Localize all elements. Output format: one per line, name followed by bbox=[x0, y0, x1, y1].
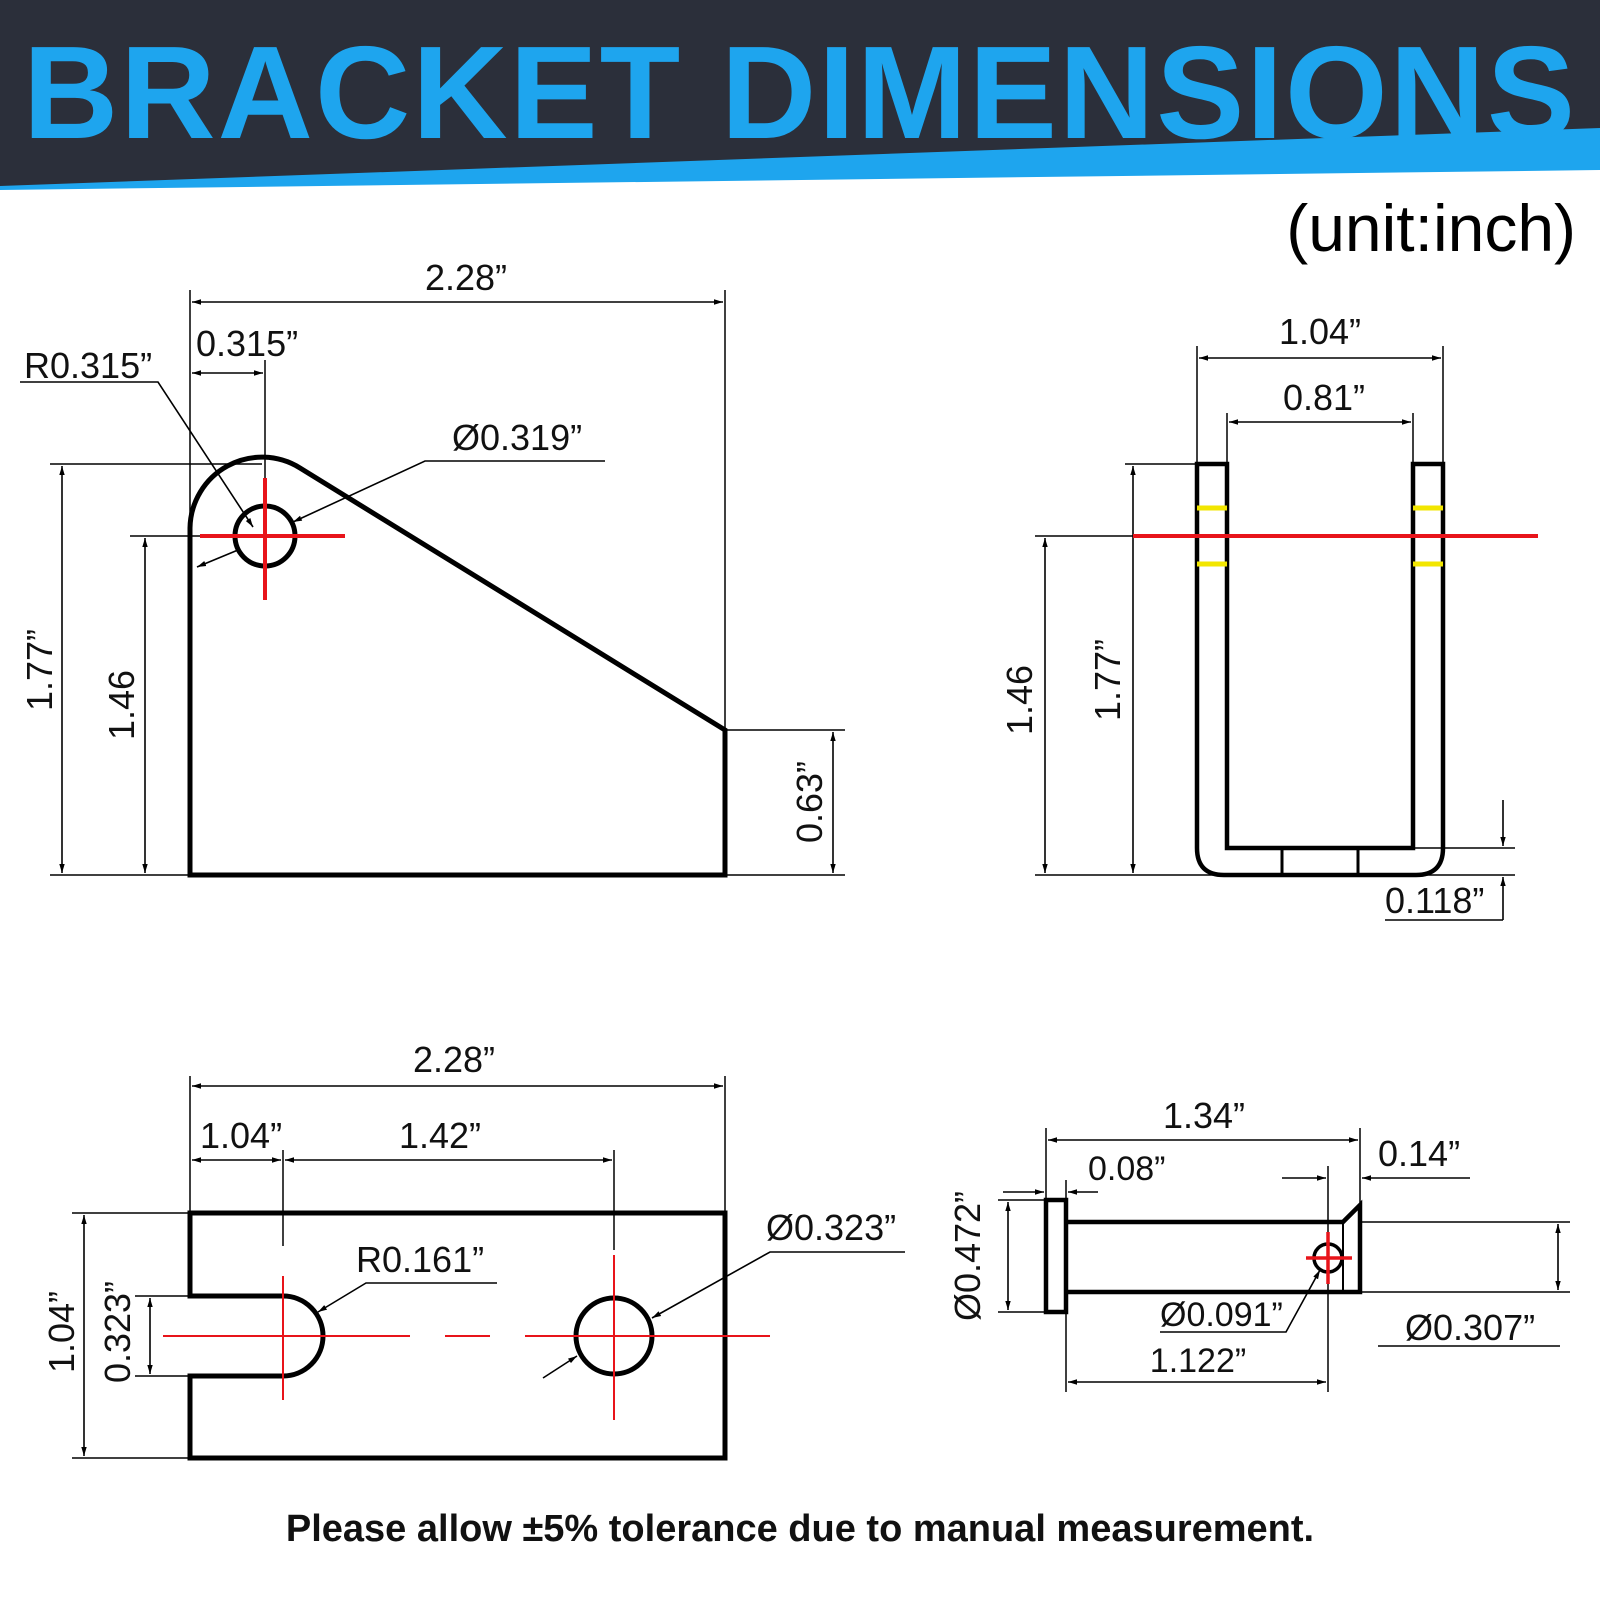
front-hole-height-label: 1.46 bbox=[999, 665, 1040, 735]
side-view bbox=[20, 290, 845, 878]
side-view-centerlines bbox=[200, 478, 345, 600]
front-view-hole-markers bbox=[1197, 505, 1443, 567]
unit-label: (unit:inch) bbox=[1286, 191, 1576, 265]
top-view-dimension-lines bbox=[81, 1083, 905, 1456]
side-hole-height-label: 1.46 bbox=[101, 670, 142, 740]
top-hole-label: Ø0.323” bbox=[766, 1207, 896, 1248]
side-radius-label: R0.315” bbox=[24, 345, 152, 386]
front-thickness-label: 0.118” bbox=[1385, 880, 1484, 921]
top-hole-spacing-label: 1.42” bbox=[399, 1115, 481, 1156]
side-view-dimension-lines bbox=[20, 299, 836, 873]
front-view-extension-lines bbox=[1035, 346, 1515, 876]
side-tab-label: 0.315” bbox=[196, 323, 298, 364]
top-length-label: 2.28” bbox=[413, 1039, 495, 1080]
top-slot-width-label: 0.323” bbox=[97, 1281, 138, 1383]
side-view-extension-lines bbox=[50, 290, 845, 876]
front-view-dimension-lines bbox=[1042, 355, 1506, 921]
pin-hole-position-label: 1.122” bbox=[1150, 1342, 1246, 1380]
header-accent-stripe bbox=[0, 128, 1600, 190]
pin-head-diameter-label: Ø0.472” bbox=[947, 1191, 988, 1321]
pin-labels: 1.34” 0.08” 0.14” Ø0.472” Ø0.091” Ø0.307… bbox=[947, 1095, 1535, 1380]
pin-view bbox=[998, 1128, 1570, 1392]
front-view bbox=[1035, 346, 1538, 921]
tolerance-note: Please allow ±5% tolerance due to manual… bbox=[285, 1508, 1315, 1550]
side-width-label: 2.28” bbox=[425, 257, 507, 298]
pin-dimension-lines bbox=[1003, 1137, 1561, 1385]
side-view-outline bbox=[187, 454, 728, 878]
top-width-label: 1.04” bbox=[41, 1291, 82, 1373]
pin-length-label: 1.34” bbox=[1163, 1095, 1245, 1136]
front-outer-width-label: 1.04” bbox=[1279, 311, 1361, 352]
pin-extension-lines bbox=[998, 1128, 1570, 1392]
top-view bbox=[72, 1076, 905, 1461]
page-title: BRACKET DIMENSIONS bbox=[22, 19, 1578, 166]
side-view-labels: 2.28” 0.315” R0.315” Ø0.319” 1.77” 1.46 … bbox=[19, 257, 830, 843]
top-slot-radius-label: R0.161” bbox=[356, 1239, 484, 1280]
front-view-weld-lines bbox=[1280, 848, 1360, 875]
pin-cross-hole-label: Ø0.091” bbox=[1160, 1296, 1283, 1334]
header-white-cut bbox=[0, 170, 1600, 190]
top-slot-center-label: 1.04” bbox=[200, 1115, 282, 1156]
pin-end-offset-label: 0.14” bbox=[1378, 1133, 1460, 1174]
side-hole-label: Ø0.319” bbox=[452, 417, 582, 458]
top-view-labels: 2.28” 1.04” 1.42” R0.161” Ø0.323” 1.04” … bbox=[41, 1039, 896, 1383]
front-inner-width-label: 0.81” bbox=[1283, 377, 1365, 418]
pin-head-thickness-label: 0.08” bbox=[1088, 1150, 1166, 1188]
pin-head bbox=[1043, 1197, 1069, 1315]
header-banner bbox=[0, 0, 1600, 190]
front-view-labels: 1.04” 0.81” 1.46 1.77” 0.118” bbox=[999, 311, 1484, 921]
front-view-outline bbox=[1194, 461, 1446, 878]
pin-shaft-diameter-label: Ø0.307” bbox=[1405, 1307, 1535, 1348]
front-height-label: 1.77” bbox=[1087, 639, 1128, 721]
top-view-centerlines bbox=[163, 1255, 770, 1420]
top-view-extension-lines bbox=[72, 1076, 726, 1459]
side-low-height-label: 0.63” bbox=[789, 761, 830, 843]
pin-centerlines bbox=[1306, 1232, 1352, 1284]
side-height-label: 1.77” bbox=[19, 629, 60, 711]
